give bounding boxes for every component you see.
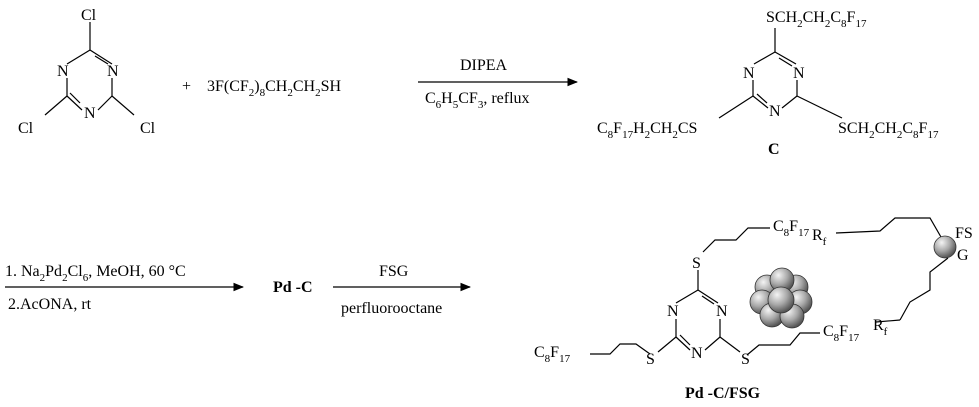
- cl-right: Cl: [140, 120, 156, 137]
- product-c8f17-left: C8F17: [534, 344, 571, 365]
- product-triazine-ring: [657, 270, 741, 353]
- cyanuric-chloride: [44, 22, 135, 116]
- product-s-top: S: [692, 255, 701, 272]
- product-alkyl-chains: [590, 227, 820, 356]
- compound-c-left-chain: C8F17H2CH2CS: [597, 120, 697, 141]
- step3-reagent: FSG: [379, 263, 409, 280]
- compound-c-n-left: N: [743, 65, 755, 82]
- step1-reagent: DIPEA: [460, 57, 508, 74]
- compound-c-structure: [718, 28, 843, 119]
- n-right: N: [107, 63, 119, 80]
- fsg-support: [835, 217, 949, 323]
- step1-conditions: C6H5CF3, reflux: [425, 90, 530, 111]
- product-n-right: N: [716, 303, 728, 320]
- rf-group-bottom: Rf: [873, 317, 888, 338]
- compound-c-n-bottom: N: [769, 103, 781, 120]
- fsg-sphere: [933, 235, 957, 259]
- cl-left: Cl: [18, 120, 34, 137]
- fsg-label-top: FS: [955, 225, 973, 242]
- compound-c-right-chain: SCH2CH2C8F17: [838, 120, 939, 141]
- compound-c-n-right: N: [793, 65, 805, 82]
- step2-line2: 2.AcONA, rt: [8, 296, 92, 313]
- fsg-label-bottom: G: [957, 247, 969, 264]
- step3-solvent: perfluorooctane: [341, 300, 442, 317]
- cl-top: Cl: [81, 7, 97, 24]
- compound-c-label: C: [768, 141, 780, 158]
- step2-line1: 1. Na2Pd2Cl6, MeOH, 60 °C: [5, 263, 186, 284]
- plus-sign: +: [182, 78, 191, 95]
- product-n-left: N: [667, 303, 679, 320]
- thiol-reagent: 3F(CF2)8CH2CH2SH: [207, 78, 341, 99]
- product-n-bottom: N: [691, 345, 703, 362]
- pd-c-label: Pd -C: [273, 279, 313, 296]
- n-left: N: [57, 63, 69, 80]
- product-label: Pd -C/FSG: [685, 385, 761, 402]
- product-c8f17-top: C8F17: [773, 218, 810, 239]
- product-c8f17-right: C8F17: [823, 323, 860, 344]
- product-s-left: S: [646, 351, 655, 368]
- n-bottom: N: [84, 105, 96, 122]
- compound-c-top-chain: SCH2CH2C8F17: [766, 9, 867, 30]
- product-s-right: S: [741, 351, 750, 368]
- rf-group-top: Rf: [812, 227, 827, 248]
- pd-nanoparticle-cluster: [749, 267, 813, 329]
